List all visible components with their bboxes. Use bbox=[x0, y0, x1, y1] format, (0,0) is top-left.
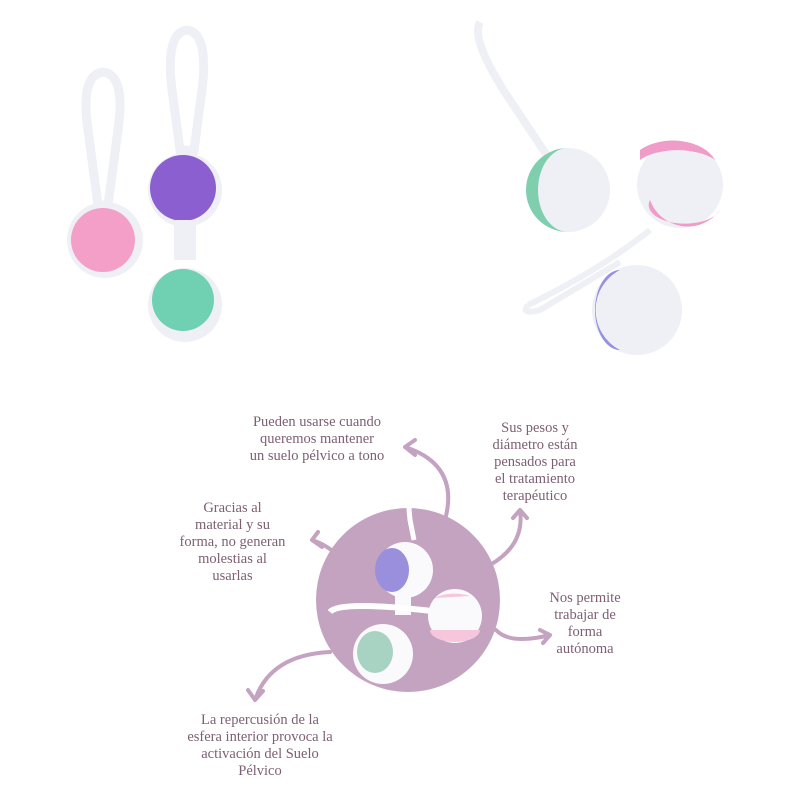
caption-bottom: La repercusión de la esfera interior pro… bbox=[187, 712, 333, 779]
arrow-right bbox=[494, 628, 552, 645]
kegel-set-small bbox=[327, 465, 482, 684]
arrow-top bbox=[403, 438, 451, 522]
caption-left: Gracias al material y su forma, no gener… bbox=[179, 500, 286, 584]
arrows bbox=[246, 438, 552, 702]
arrow-right-top bbox=[488, 508, 529, 567]
arrow-bottom bbox=[246, 650, 332, 702]
caption-top: Pueden usarse cuando queremos mantener u… bbox=[249, 414, 385, 464]
kegel-set-angled bbox=[474, 20, 723, 355]
arrow-left bbox=[310, 530, 342, 560]
double-kegel-balls-purple-mint bbox=[148, 25, 222, 342]
caption-right-top: Sus pesos y diámetro están pensados para… bbox=[492, 420, 578, 504]
single-kegel-ball-pink bbox=[67, 67, 143, 278]
caption-right: Nos permite trabajar de forma autónoma bbox=[549, 590, 621, 657]
